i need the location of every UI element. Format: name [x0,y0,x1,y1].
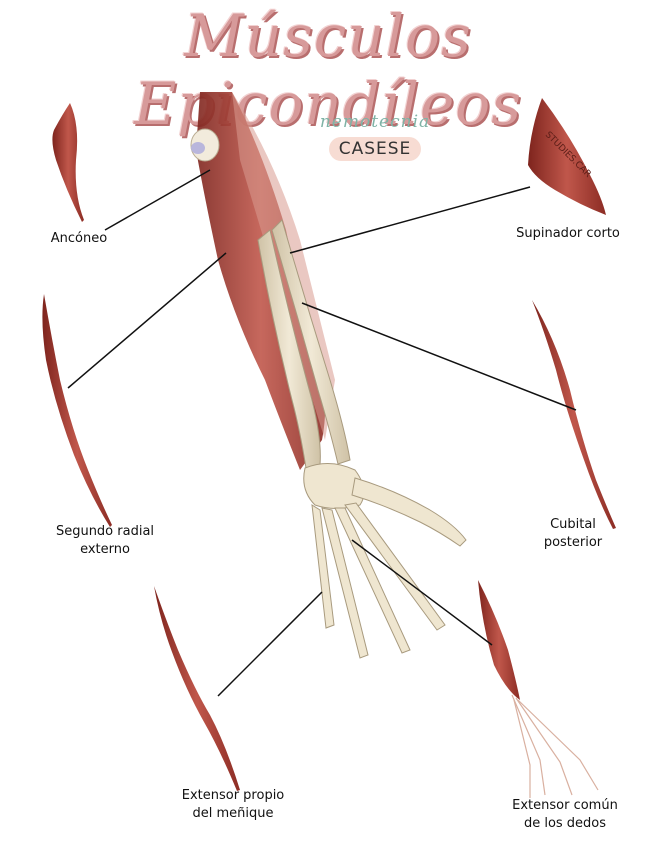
comun-dedos-muscle [478,580,599,798]
thumb-bones [351,477,467,547]
supinador-muscle [528,98,606,215]
label-supinador: Supinador corto [516,226,620,241]
cubital-muscle [532,300,616,529]
elbow-joint [191,142,205,154]
label-menique: Extensor propio del meñique [181,788,285,821]
segundo-radial-muscle [42,294,112,527]
finger-bones [311,502,446,659]
leader-cubital [301,302,577,411]
leader-segundo-radial [67,252,227,389]
leader-menique [217,591,323,697]
mnemonic-badge: CASESE [329,137,421,161]
subtitle: nemotecnia [319,112,431,132]
carpal-bones [303,463,365,509]
label-segundo-radial: Segundo radial externo [55,524,155,557]
anconeo-muscle [52,103,84,222]
label-anconeo: Ancóneo [50,231,108,246]
ulna-bone [271,219,351,465]
menique-muscle [154,586,240,791]
leader-supinador [289,186,531,254]
leader-lines [67,169,577,697]
label-cubital: Cubital posterior [543,517,603,550]
leader-anconeo [104,169,211,231]
forearm-illustration [190,92,467,659]
leader-comun-dedos [351,539,493,646]
label-comun-dedos: Extensor común de los dedos [512,798,618,831]
